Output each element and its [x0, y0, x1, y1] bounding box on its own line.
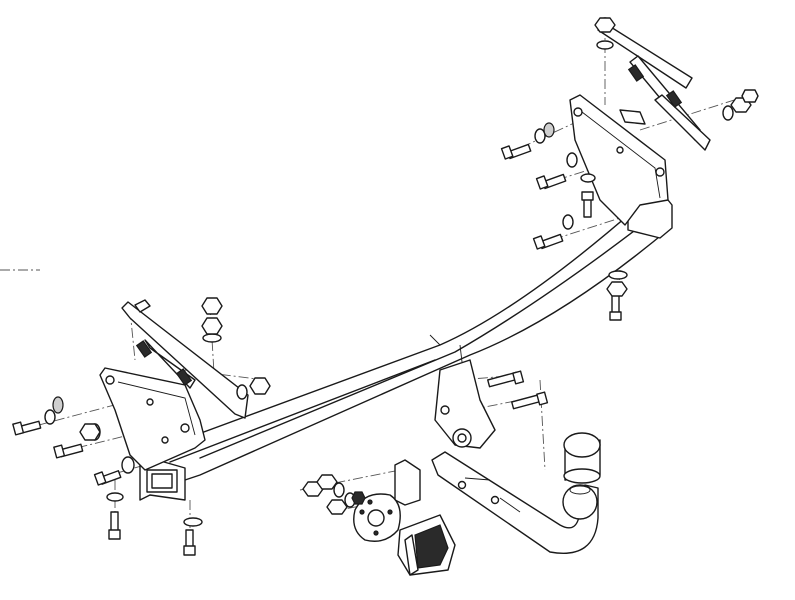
right-side-bracket: [569, 94, 669, 226]
left-mounting-plate: [121, 299, 249, 419]
bolt: [609, 294, 622, 321]
left-side-bracket: [99, 367, 206, 471]
tow-ball-neck: [431, 451, 599, 554]
bolt: [183, 529, 196, 556]
bolt: [581, 191, 594, 218]
socket-plate: [353, 459, 421, 542]
nut-set-right: [302, 17, 759, 515]
bolt: [532, 233, 564, 250]
tow-ball: [562, 484, 598, 520]
tow-hitch-bracket: [434, 359, 496, 449]
nut-set-left: [79, 297, 271, 441]
assembly-center-lines: [0, 25, 751, 545]
electrical-socket: [397, 514, 456, 576]
bolt: [511, 391, 549, 410]
bolt: [12, 420, 42, 436]
bolt: [500, 143, 532, 160]
bolt: [53, 443, 84, 459]
washer-set-right: [333, 40, 734, 508]
bolt: [487, 370, 525, 388]
bolt: [108, 511, 121, 540]
bolt: [93, 470, 122, 486]
bolt-set-left: [12, 420, 196, 556]
bolt: [535, 173, 567, 190]
ball-cover-cap: [563, 432, 601, 484]
